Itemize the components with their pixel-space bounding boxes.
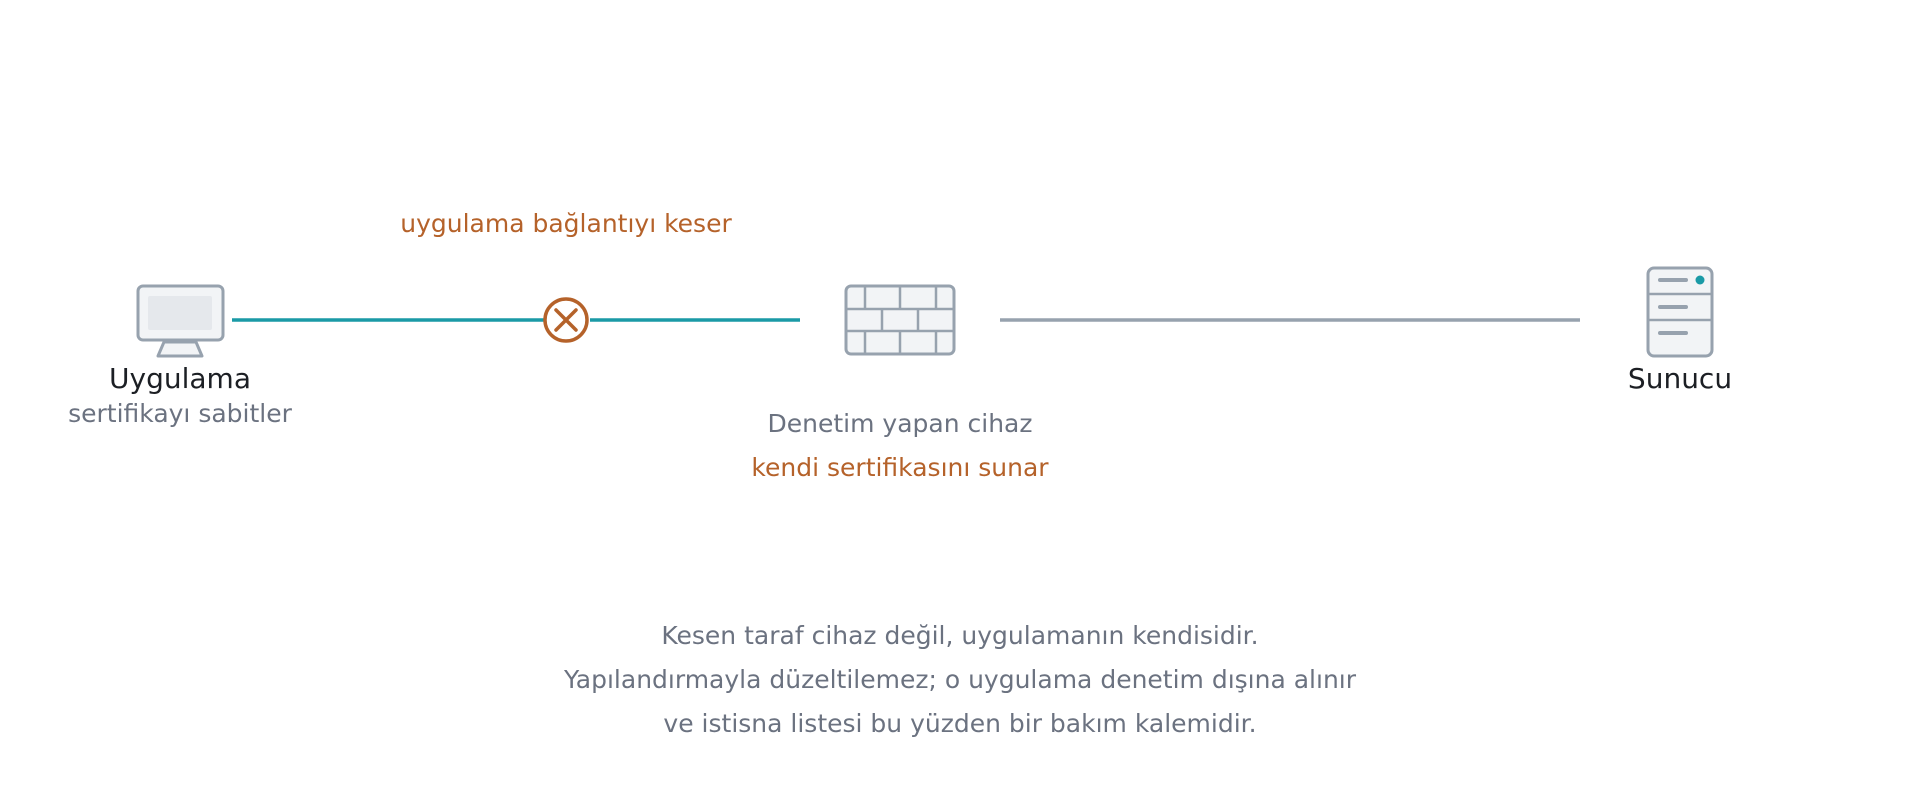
close-circle-icon	[543, 297, 589, 343]
footnote-line-3: ve istisna listesi bu yüzden bir bakım k…	[663, 709, 1257, 738]
device-title: Denetim yapan cihaz	[767, 409, 1033, 438]
app-title: Uygulama	[109, 362, 251, 395]
break-label: uygulama bağlantıyı keser	[400, 209, 732, 238]
monitor-icon	[136, 284, 225, 358]
server-title: Sunucu	[1627, 362, 1733, 395]
server-icon	[1646, 266, 1714, 358]
footnote-line-2: Yapılandırmayla düzeltilemez; o uygulama…	[563, 665, 1357, 694]
app-subtitle: sertifikayı sabitler	[68, 399, 292, 428]
device-subtitle: kendi sertifikasını sunar	[751, 453, 1049, 482]
firewall-icon	[844, 284, 956, 356]
server-status-led	[1695, 275, 1705, 285]
footnote-line-1: Kesen taraf cihaz değil, uygulamanın ken…	[661, 621, 1259, 650]
